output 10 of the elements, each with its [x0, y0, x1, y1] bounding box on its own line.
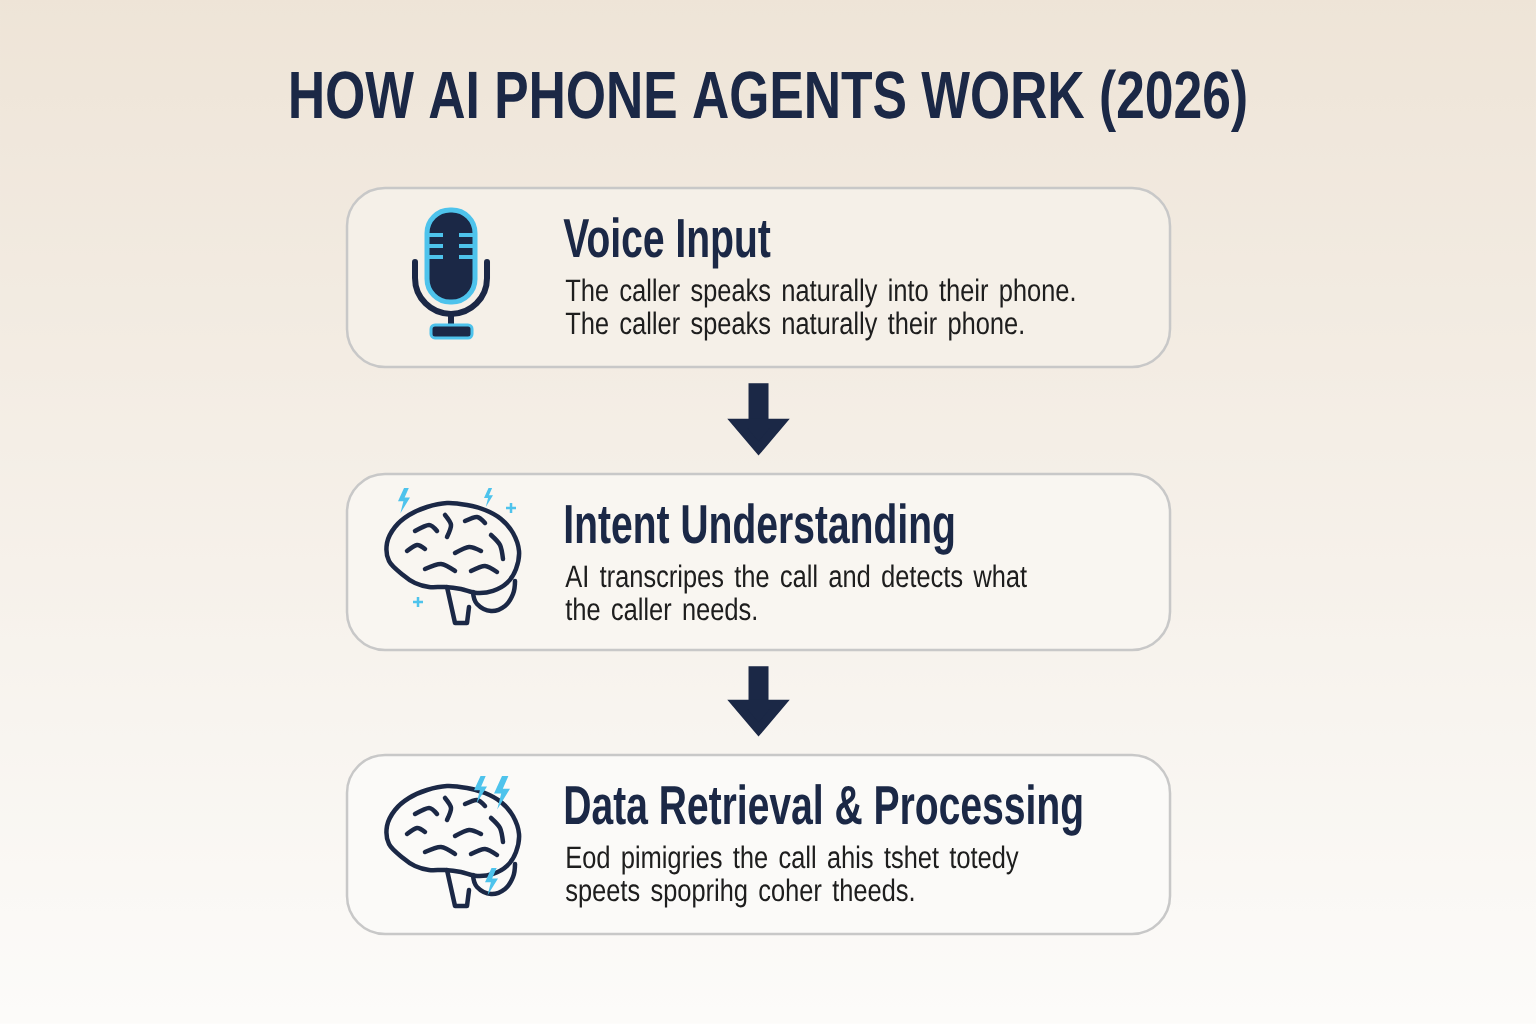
step-card	[345, 753, 1172, 936]
step-heading: Data Retrieval & Processing	[565, 784, 1082, 836]
step-heading: Intent Understanding	[565, 503, 954, 555]
step-description: AI transcripes the call and detects what the caller needs.	[565, 564, 1027, 621]
step-heading: Voice Input	[563, 217, 771, 269]
step-description: Eod pimigries the call ahis tshet totedy speets spoprihg coher theeds.	[566, 845, 1019, 908]
step-description: The caller speaks naturally into their phone. The caller speaks naturally their phone.	[565, 278, 1075, 341]
step-card	[345, 186, 1172, 369]
title: HOW AI PHONE AGENTS WORK (2026)	[291, 69, 1246, 132]
step-card	[345, 472, 1172, 652]
